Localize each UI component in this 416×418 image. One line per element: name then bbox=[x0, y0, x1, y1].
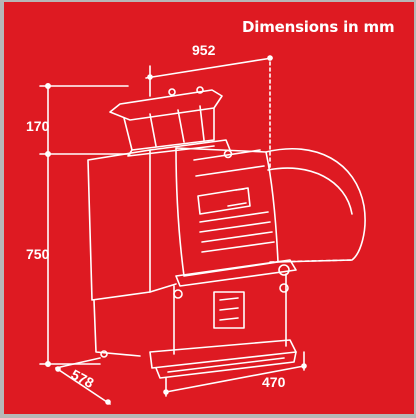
body-height-dimension-label: 750 bbox=[26, 246, 50, 262]
side-hood bbox=[265, 147, 366, 263]
top-height-dimension-label: 170 bbox=[26, 118, 50, 134]
dispensing-area bbox=[93, 259, 297, 379]
depth-dimension-line bbox=[55, 357, 111, 405]
base-width-dimension-line bbox=[163, 351, 307, 397]
height-dimension-lines bbox=[39, 83, 131, 367]
width-dimension-label: 952 bbox=[192, 42, 216, 58]
diagram-title: Dimensions in mm bbox=[242, 18, 395, 36]
width-dimension-line bbox=[145, 55, 273, 169]
diagram-panel bbox=[4, 2, 414, 414]
base-width-dimension-label: 470 bbox=[262, 374, 286, 390]
bean-hoppers bbox=[109, 86, 223, 157]
